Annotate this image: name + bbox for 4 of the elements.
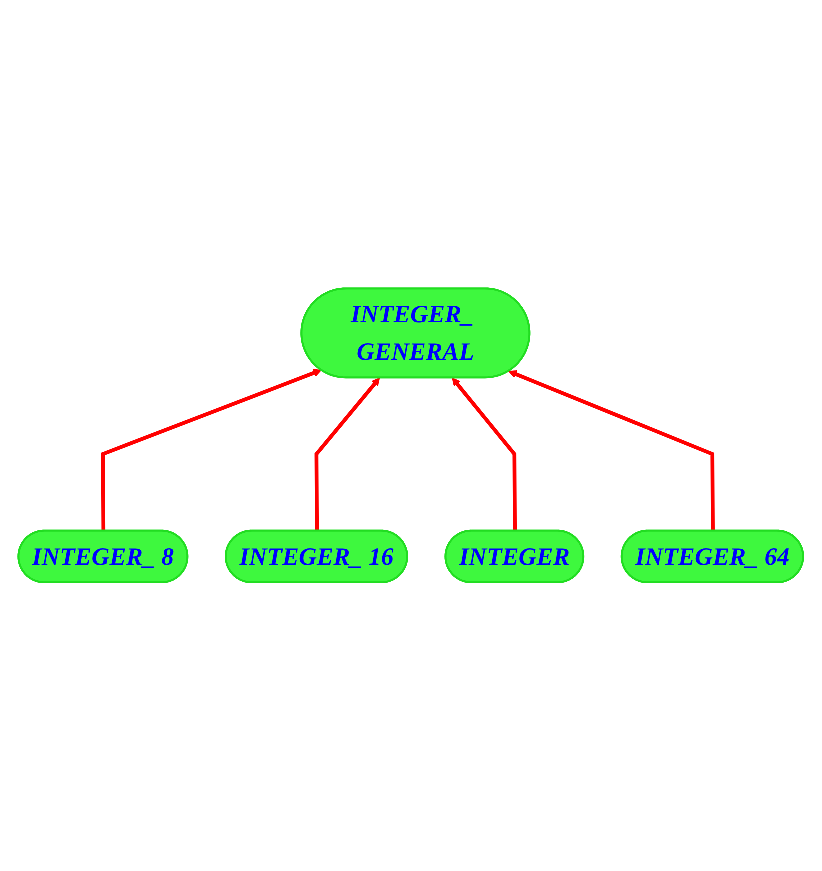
arrow — [101, 369, 322, 532]
arrow — [314, 378, 380, 532]
arrow — [508, 370, 715, 532]
arrow — [452, 378, 518, 532]
